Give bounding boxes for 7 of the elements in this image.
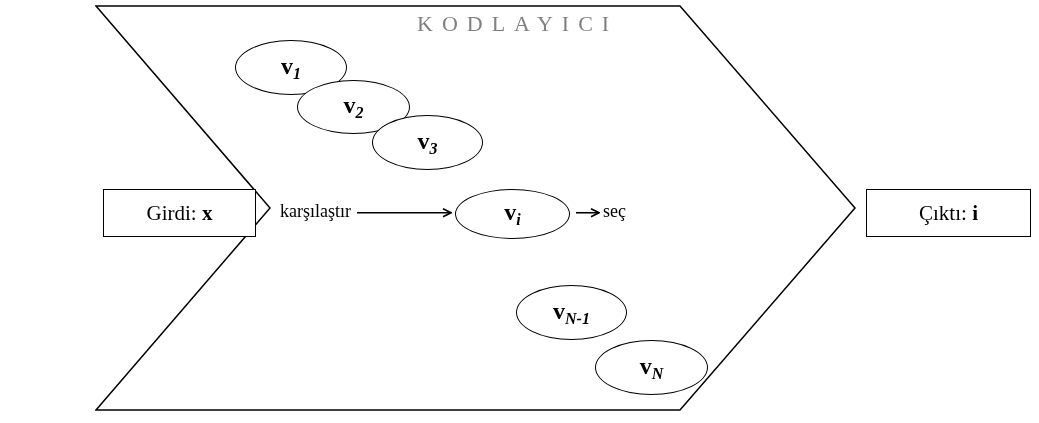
input-box: Girdi: x	[103, 189, 256, 237]
arrow	[575, 207, 600, 218]
step-label: karşılaştır	[280, 201, 351, 222]
output-box: Çıktı: i	[866, 189, 1031, 237]
step-label: seç	[603, 201, 626, 222]
heading-label: KODLAYICI	[417, 11, 619, 37]
arrow	[356, 207, 452, 218]
